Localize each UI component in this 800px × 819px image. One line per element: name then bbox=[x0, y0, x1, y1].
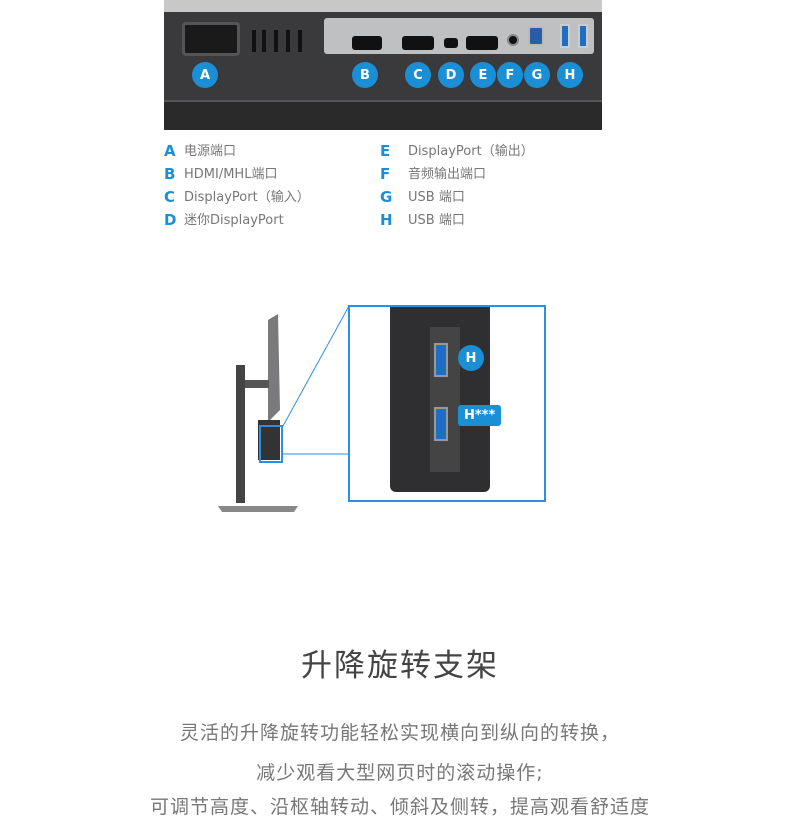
displayport-in bbox=[402, 36, 434, 50]
badge-h: H bbox=[557, 62, 583, 88]
badge-b: B bbox=[352, 62, 378, 88]
feature-line-2: 减少观看大型网页时的滚动操作; bbox=[256, 762, 544, 784]
legend-item: F 音频输出端口 bbox=[380, 163, 534, 186]
badge-f: F bbox=[497, 62, 523, 88]
legend-item: H USB 端口 bbox=[380, 209, 534, 232]
legend-item: D 迷你DisplayPort bbox=[164, 209, 310, 232]
vent bbox=[262, 30, 266, 52]
badge-h: H bbox=[458, 345, 484, 371]
legend-item: E DisplayPort（输出） bbox=[380, 140, 534, 163]
displayport-out bbox=[466, 36, 498, 50]
legend-letter: F bbox=[380, 165, 391, 183]
legend-label: USB 端口 bbox=[408, 213, 465, 228]
hdmi-port bbox=[352, 36, 382, 50]
legend-letter: E bbox=[380, 142, 391, 160]
usb-port-top bbox=[434, 343, 448, 377]
legend-letter: A bbox=[164, 142, 176, 160]
legend-letter: D bbox=[164, 211, 177, 229]
legend-item: C DisplayPort（输入） bbox=[164, 186, 310, 209]
legend-letter: B bbox=[164, 165, 176, 183]
feature-line-1: 灵活的升降旋转功能轻松实现横向到纵向的转换， bbox=[179, 722, 620, 744]
bezel-lip bbox=[164, 100, 602, 130]
usb-port bbox=[560, 24, 570, 48]
legend-label: 迷你DisplayPort bbox=[184, 213, 284, 228]
legend-item: G USB 端口 bbox=[380, 186, 534, 209]
vent bbox=[274, 30, 278, 52]
vent bbox=[286, 30, 290, 52]
audio-port bbox=[507, 34, 519, 46]
legend-label: 音频输出端口 bbox=[408, 167, 487, 182]
monitor-panel bbox=[268, 314, 280, 422]
usb-side-zoom: H H*** bbox=[348, 305, 546, 502]
monitor-ports-photo: A B C D E F G H bbox=[164, 0, 602, 130]
legend-label: USB 端口 bbox=[408, 190, 465, 205]
legend-label: 电源端口 bbox=[184, 144, 237, 159]
power-port bbox=[182, 22, 240, 56]
vent bbox=[298, 30, 302, 52]
legend-letter: C bbox=[164, 188, 176, 206]
legend-item: A 电源端口 bbox=[164, 140, 310, 163]
vent bbox=[252, 30, 256, 52]
mini-displayport bbox=[444, 38, 458, 48]
stand-top bbox=[164, 0, 602, 12]
monitor-side-view bbox=[218, 314, 298, 512]
stand-base bbox=[218, 506, 298, 512]
zoom-connector-lines bbox=[283, 306, 349, 455]
legend-letter: H bbox=[380, 211, 393, 229]
usb-port-bottom bbox=[434, 407, 448, 441]
legend-right: E DisplayPort（输出） F 音频输出端口 G USB 端口 H USB 端口 bbox=[380, 140, 534, 232]
stand-column bbox=[236, 365, 245, 503]
badge-d: D bbox=[438, 62, 464, 88]
feature-title: 升降旋转支架 bbox=[301, 648, 499, 684]
legend-label: HDMI/MHL端口 bbox=[184, 167, 278, 182]
usb-port bbox=[578, 24, 588, 48]
badge-a: A bbox=[192, 62, 218, 88]
stand-arm bbox=[245, 380, 269, 388]
usb-upstream-port bbox=[528, 26, 544, 46]
legend-label: DisplayPort（输入） bbox=[184, 190, 310, 205]
badge-c: C bbox=[405, 62, 431, 88]
badge-h-note: H*** bbox=[458, 405, 502, 426]
monitor-body bbox=[258, 420, 280, 460]
legend-left: A 电源端口 B HDMI/MHL端口 C DisplayPort（输入） D 迷你Di… bbox=[164, 140, 310, 232]
legend-item: B HDMI/MHL端口 bbox=[164, 163, 310, 186]
legend-letter: G bbox=[380, 188, 393, 206]
highlight-box bbox=[259, 425, 283, 463]
badge-g: G bbox=[524, 62, 550, 88]
feature-line-3: 可调节高度、沿枢轴转动、倾斜及侧转，提高观看舒适度 bbox=[149, 796, 650, 818]
legend-label: DisplayPort（输出） bbox=[408, 144, 534, 159]
badge-e: E bbox=[470, 62, 496, 88]
